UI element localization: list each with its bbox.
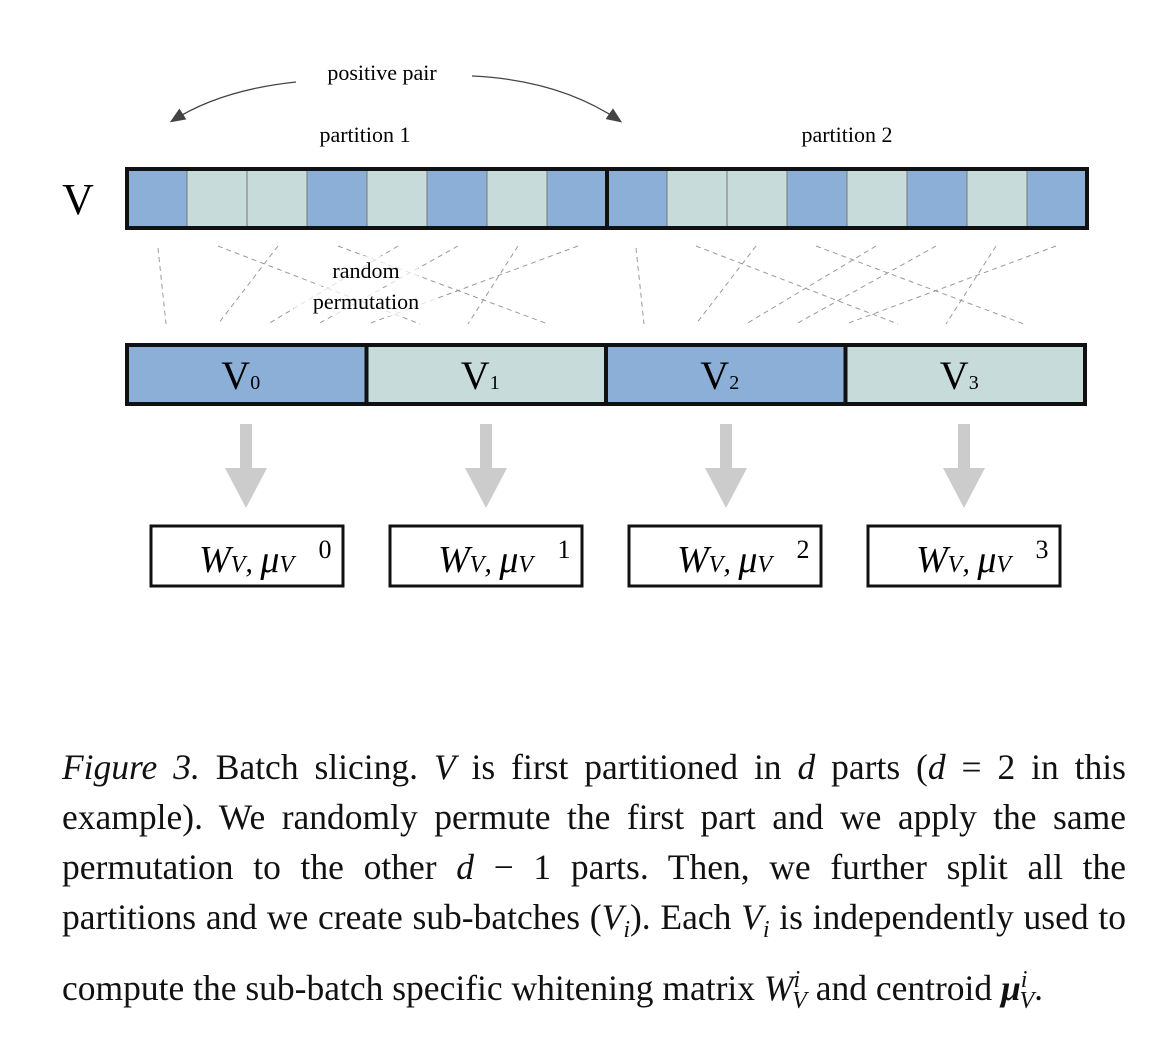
down-arrow-2 bbox=[705, 424, 747, 508]
positive-pair-label: positive pair bbox=[327, 60, 437, 85]
down-arrows bbox=[225, 424, 985, 508]
whitening-box-1: WV, μV 1 bbox=[388, 524, 584, 588]
sample-cell bbox=[126, 168, 188, 229]
sample-cell bbox=[726, 168, 788, 229]
figure-caption: Figure 3. Batch slicing. V is first part… bbox=[62, 747, 1127, 1015]
whitening-box-3: WV, μV 3 bbox=[866, 524, 1062, 588]
whitening-box-frame bbox=[627, 524, 823, 588]
sub-batch-box bbox=[604, 343, 848, 406]
sample-cell bbox=[1026, 168, 1088, 229]
sample-cell bbox=[426, 168, 488, 229]
whitening-box-frame bbox=[149, 524, 345, 588]
sample-cell bbox=[546, 168, 608, 229]
whitening-params-label: WV, μV bbox=[199, 539, 296, 581]
figure-label: Figure 3. bbox=[62, 747, 200, 787]
partition-2-frame bbox=[605, 167, 1089, 230]
whitening-params-label: WV, μV bbox=[438, 539, 535, 581]
whitening-index: 1 bbox=[558, 535, 571, 564]
sub-batch-row: V0 V1 V2 V3 bbox=[125, 343, 1087, 406]
down-arrow-0 bbox=[225, 424, 267, 508]
sub-batch-box bbox=[364, 343, 608, 406]
sample-cell bbox=[666, 168, 728, 229]
whitening-params-label: WV, μV bbox=[916, 539, 1013, 581]
positive-pair-arrow-right bbox=[471, 75, 623, 123]
whitening-params-label: WV, μV bbox=[677, 539, 774, 581]
down-arrow-3 bbox=[943, 424, 985, 508]
permutation-lines bbox=[157, 245, 1057, 325]
sample-cell bbox=[186, 168, 248, 229]
sample-cell bbox=[786, 168, 848, 229]
partition-2-label: partition 2 bbox=[801, 122, 892, 147]
sample-cell bbox=[906, 168, 968, 229]
sample-cell bbox=[606, 168, 668, 229]
sub-batch-label: V1 bbox=[461, 353, 500, 398]
batch-samples bbox=[125, 167, 1089, 230]
sample-cell bbox=[366, 168, 428, 229]
sub-batch-box bbox=[125, 343, 369, 406]
sample-cell bbox=[966, 168, 1028, 229]
sub-batch-3: V3 bbox=[843, 343, 1087, 406]
whitening-index: 2 bbox=[797, 535, 810, 564]
sample-cell bbox=[486, 168, 548, 229]
whitening-box-2: WV, μV 2 bbox=[627, 524, 823, 588]
whitening-box-frame bbox=[388, 524, 584, 588]
whitening-index: 3 bbox=[1036, 535, 1049, 564]
sample-cell bbox=[846, 168, 908, 229]
sub-batch-1: V1 bbox=[364, 343, 608, 406]
whitening-box-0: WV, μV 0 bbox=[149, 524, 345, 588]
batch-label: V bbox=[62, 175, 94, 224]
whitening-box-frame bbox=[866, 524, 1062, 588]
sub-batch-2: V2 bbox=[604, 343, 848, 406]
whitening-index: 0 bbox=[319, 535, 332, 564]
sub-batch-0: V0 bbox=[125, 343, 369, 406]
sample-cell bbox=[246, 168, 308, 229]
batch-slicing-diagram: positive pair partition 1 partition 2 V … bbox=[62, 60, 1089, 588]
sub-batch-label: V2 bbox=[700, 353, 739, 398]
partition-1-label: partition 1 bbox=[319, 122, 410, 147]
permutation-label-line2: permutation bbox=[313, 289, 419, 314]
whitening-box-row: WV, μV 0 WV, μV 1 WV, μV 2 WV, μV 3 bbox=[149, 524, 1062, 588]
permutation-label-line1: random bbox=[332, 258, 399, 283]
positive-pair-arrow-left bbox=[169, 81, 297, 123]
sub-batch-label: V3 bbox=[940, 353, 979, 398]
sample-cell bbox=[306, 168, 368, 229]
sub-batch-box bbox=[843, 343, 1087, 406]
sub-batch-label: V0 bbox=[221, 353, 260, 398]
down-arrow-1 bbox=[465, 424, 507, 508]
